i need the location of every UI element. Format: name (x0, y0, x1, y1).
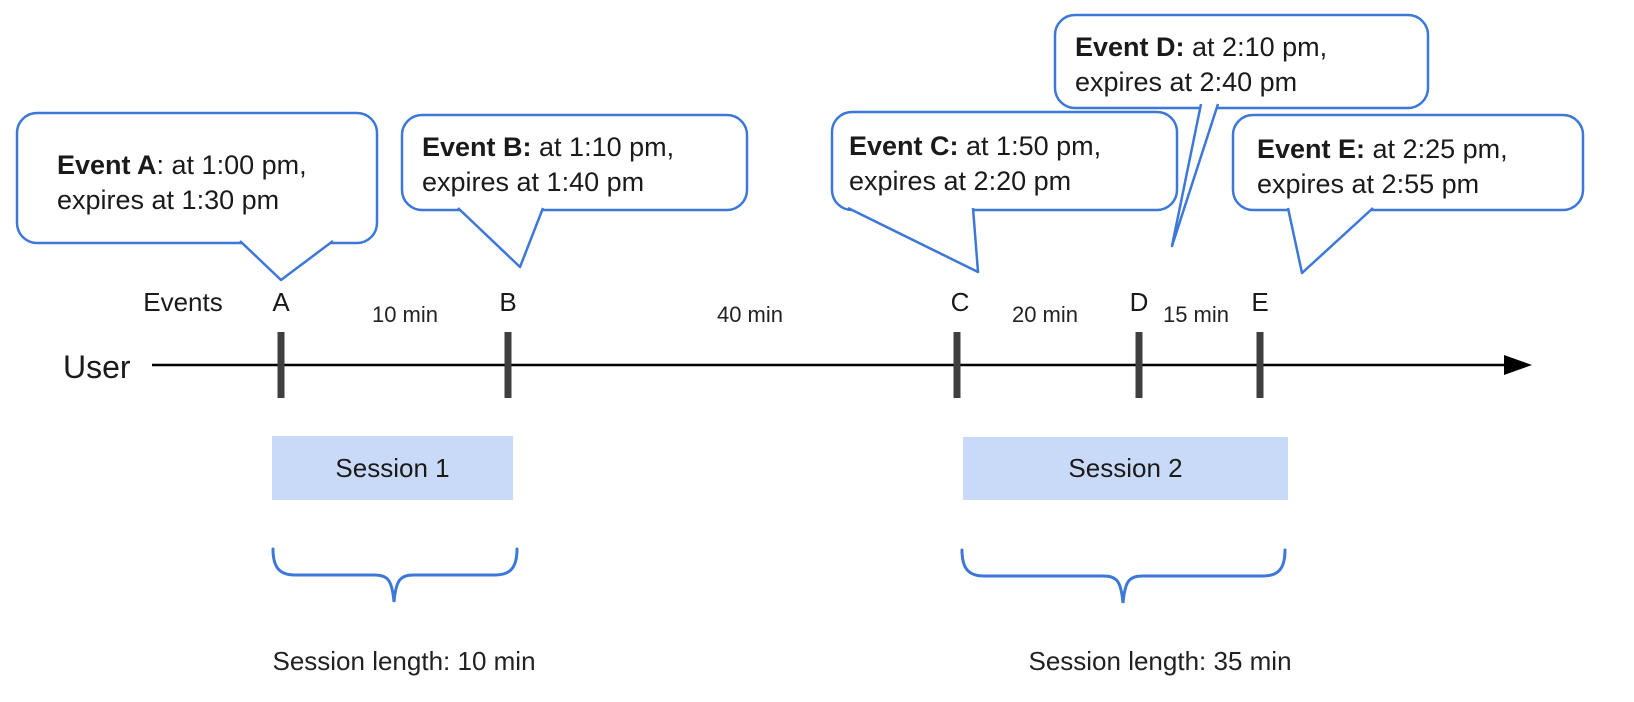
bubble-c-text: Event C: at 1:50 pm, expires at 2:20 pm (849, 129, 1101, 199)
bubble-a-time: : at 1:00 pm, (156, 150, 307, 180)
gap-label-d-e: 15 min (1162, 302, 1230, 327)
session-1-length-label: Session length: 10 min (272, 646, 536, 676)
bubble-a-text: Event A: at 1:00 pm, expires at 1:30 pm (57, 148, 307, 218)
bubble-e-text: Event E: at 2:25 pm, expires at 2:55 pm (1257, 132, 1508, 202)
bubble-tail-c-icon (847, 206, 980, 274)
event-label-c: C (950, 287, 970, 317)
bubble-c-time: at 1:50 pm, (958, 131, 1102, 161)
bubble-e-time: at 2:25 pm, (1365, 134, 1508, 164)
bubble-b-text: Event B: at 1:10 pm, expires at 1:40 pm (422, 130, 674, 200)
bubble-d-title: Event D: (1075, 32, 1185, 62)
session-2-brace-icon (960, 548, 1287, 604)
gap-label-a-b: 10 min (371, 302, 439, 327)
session-2-box: Session 2 (963, 437, 1288, 500)
bubble-e-line2: expires at 2:55 pm (1257, 169, 1480, 199)
speech-bubble-b (400, 113, 749, 212)
bubble-c-line1: Event C: at 1:50 pm, (849, 129, 1101, 164)
speech-bubble-d (1053, 13, 1430, 110)
bubble-e-title: Event E: (1257, 134, 1366, 164)
events-label: Events (143, 287, 223, 317)
speech-bubble-e (1231, 113, 1585, 212)
session-1-box: Session 1 (272, 436, 513, 500)
bubble-b-time: at 1:10 pm, (531, 132, 675, 162)
gap-label-c-d: 20 min (1011, 302, 1079, 327)
event-label-b: B (499, 287, 517, 317)
bubble-d-time: at 2:10 pm, (1184, 32, 1328, 62)
bubble-tail-b-icon (457, 207, 545, 269)
session-1-brace-icon (271, 547, 519, 603)
bubble-d-text: Event D: at 2:10 pm, expires at 2:40 pm (1075, 30, 1327, 100)
bubble-e-line1: Event E: at 2:25 pm, (1257, 132, 1508, 167)
session-1-label: Session 1 (335, 452, 450, 483)
bubble-b-title: Event B: (422, 132, 532, 162)
bubble-d-line2: expires at 2:40 pm (1075, 67, 1298, 97)
speech-bubble-a (15, 111, 379, 245)
bubble-b-line2: expires at 1:40 pm (422, 167, 645, 197)
speech-bubble-c (830, 110, 1179, 212)
event-label-d: D (1129, 287, 1149, 317)
bubble-c-line2: expires at 2:20 pm (849, 166, 1072, 196)
gap-label-b-c: 40 min (716, 302, 784, 327)
bubble-tail-e-icon (1286, 207, 1374, 275)
event-label-a: A (272, 287, 290, 317)
session-2-length-label: Session length: 35 min (1028, 646, 1292, 676)
user-label: User (63, 349, 131, 385)
bubble-d-line1: Event D: at 2:10 pm, (1075, 30, 1327, 65)
session-2-label: Session 2 (1068, 453, 1183, 483)
bubble-a-title: Event A (57, 150, 157, 180)
bubble-tail-a-icon (239, 240, 334, 282)
bubble-b-line1: Event B: at 1:10 pm, (422, 130, 674, 165)
bubble-a-line2: expires at 1:30 pm (57, 185, 280, 215)
bubble-a-line1: Event A: at 1:00 pm, (57, 148, 307, 183)
event-label-e: E (1251, 287, 1269, 317)
bubble-tail-d-icon (1170, 103, 1220, 248)
timeline-arrowhead-icon (1504, 355, 1532, 375)
bubble-c-title: Event C: (849, 131, 959, 161)
